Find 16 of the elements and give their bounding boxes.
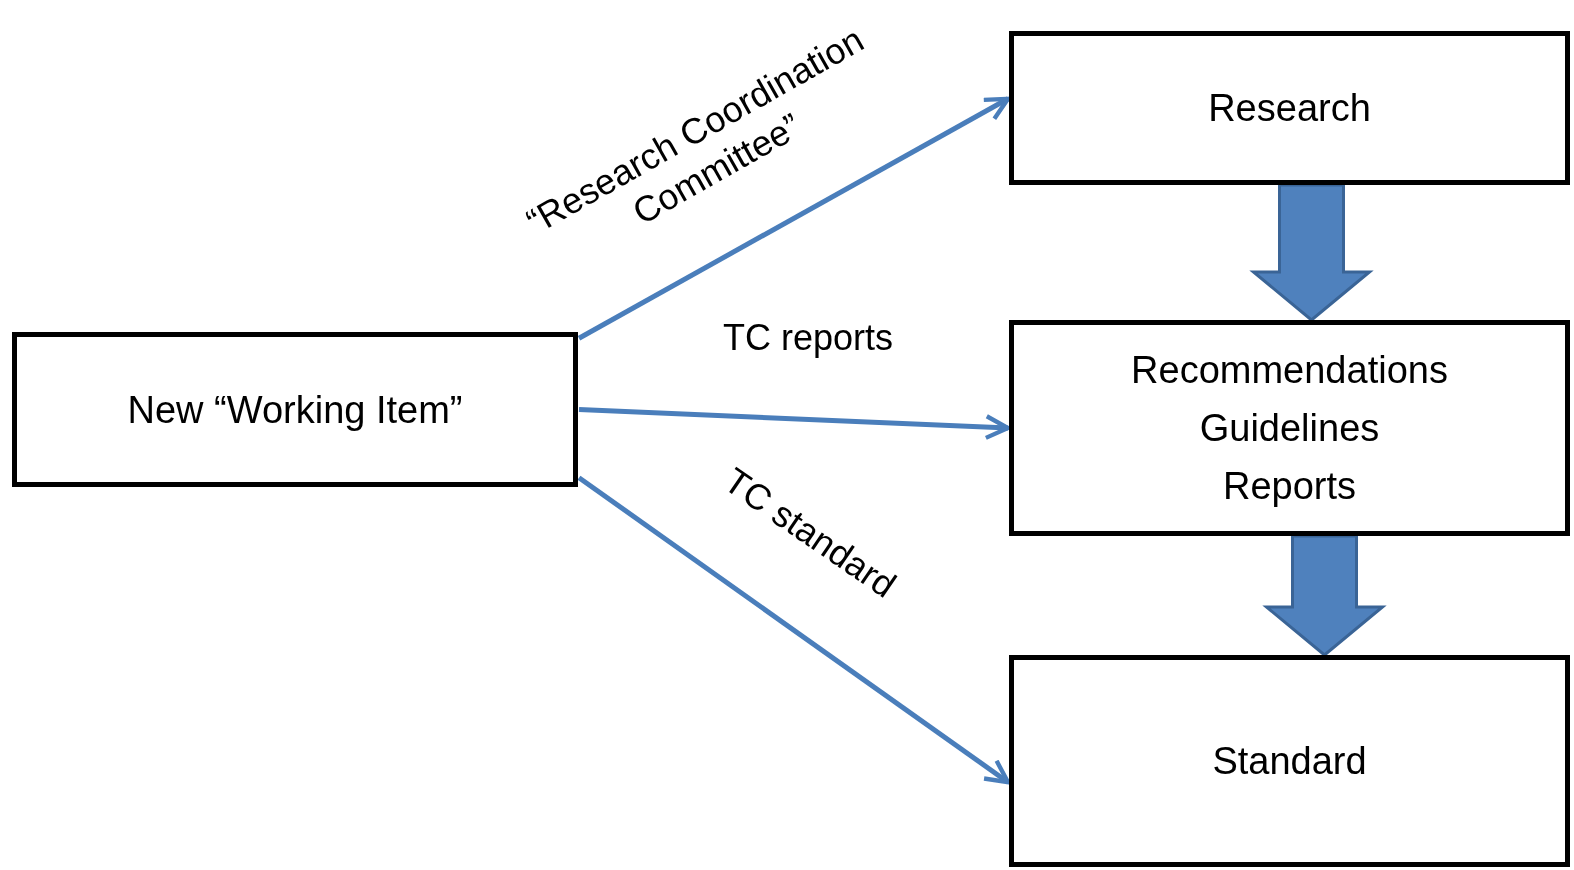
box-text: Research xyxy=(1208,86,1371,131)
block-arrow xyxy=(1249,183,1374,322)
box-text: Guidelines xyxy=(1199,406,1380,451)
box-text: Reports xyxy=(1222,464,1357,509)
edge-label: TC reports xyxy=(721,316,894,360)
process-box xyxy=(12,332,578,487)
arrow xyxy=(577,475,1011,785)
box-text: Recommendations xyxy=(1131,348,1448,393)
arrow xyxy=(578,407,1011,441)
process-box xyxy=(1009,320,1570,536)
block-arrow xyxy=(1262,534,1387,657)
arrow xyxy=(577,96,1011,341)
process-box xyxy=(1009,31,1570,185)
box-text: New “Working Item” xyxy=(127,387,463,433)
box-text: Standard xyxy=(1212,739,1367,784)
process-box xyxy=(1009,655,1570,867)
